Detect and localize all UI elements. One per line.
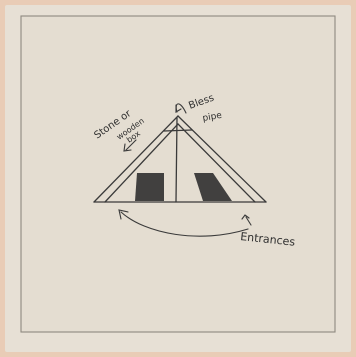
inner-square-frame [21, 16, 335, 332]
left-entrance-shape [135, 173, 164, 201]
